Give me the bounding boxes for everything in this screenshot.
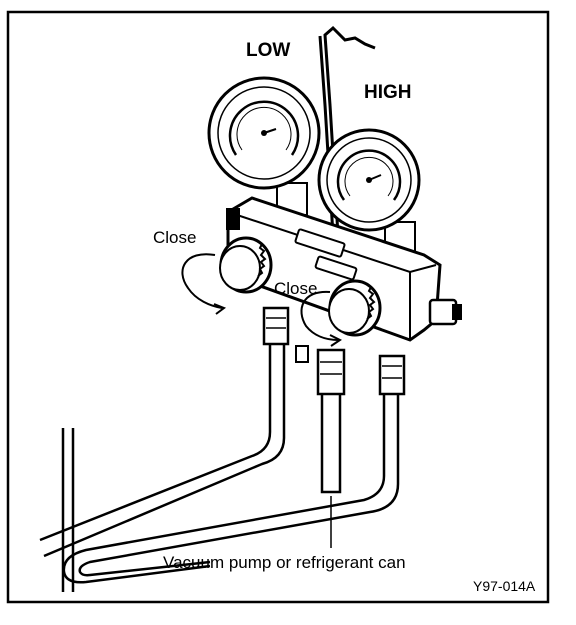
low-valve-close-label: Close xyxy=(153,228,196,247)
fitting-high xyxy=(378,354,406,396)
figure-reference-code: Y97-014A xyxy=(473,578,536,594)
left-pipe xyxy=(61,428,75,592)
figure-frame xyxy=(6,10,550,604)
low-valve-knob xyxy=(219,236,273,294)
high-gauge-label: HIGH xyxy=(364,82,412,103)
high-valve-close-label: Close xyxy=(274,279,317,298)
low-pressure-gauge xyxy=(207,76,321,216)
side-port xyxy=(428,298,462,326)
rotation-arrow-high xyxy=(300,290,342,347)
fitting-center xyxy=(295,345,346,396)
fitting-low xyxy=(262,306,290,346)
rotation-arrow-low xyxy=(181,253,227,315)
high-valve-knob xyxy=(328,279,382,337)
low-gauge-label: LOW xyxy=(246,40,290,61)
low-side-hose xyxy=(39,344,286,558)
center-hose-label: Vacuum pump or refrigerant can xyxy=(163,553,406,572)
center-hose xyxy=(320,394,342,494)
